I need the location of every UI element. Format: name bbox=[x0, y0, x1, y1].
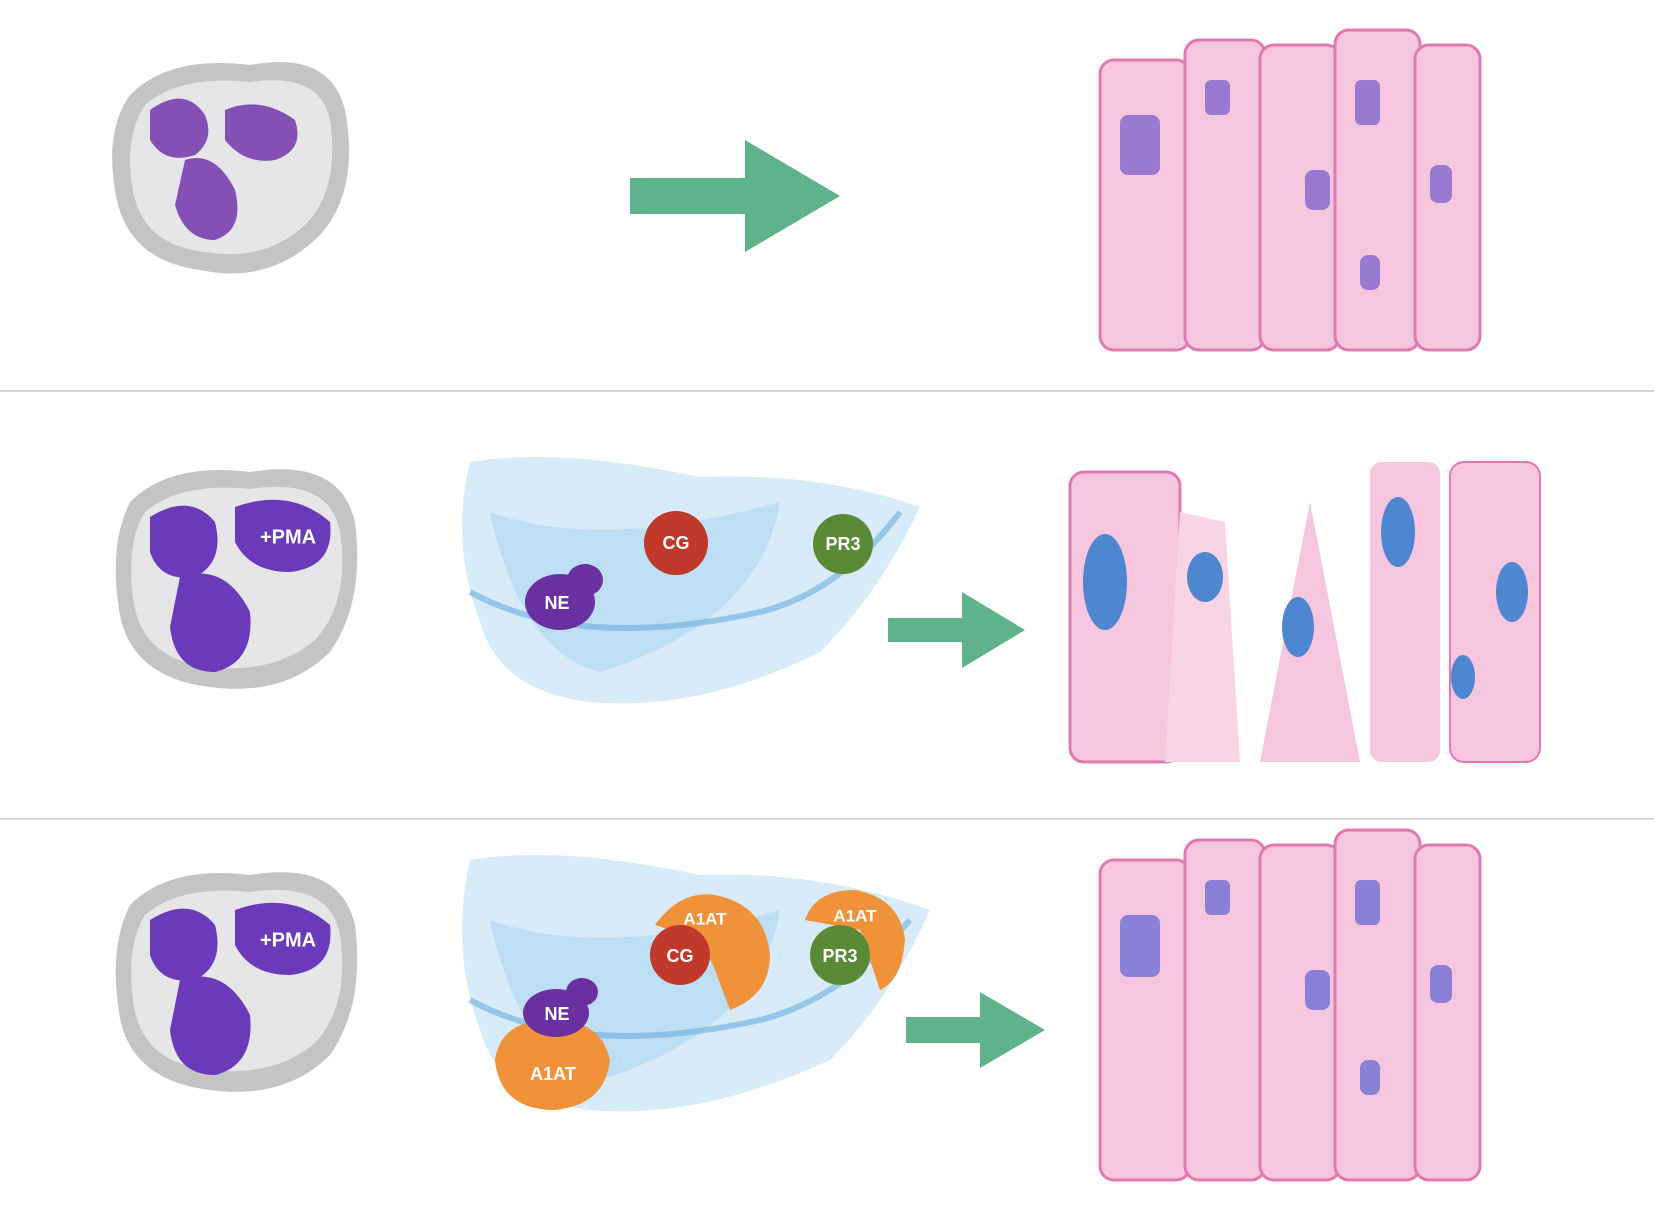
svg-text:NE: NE bbox=[544, 1004, 569, 1024]
arrow-icon bbox=[630, 140, 840, 252]
svg-text:A1AT: A1AT bbox=[530, 1064, 576, 1084]
protease-ne: NE bbox=[525, 564, 603, 630]
row-pma: +PMA NE CG PR3 bbox=[0, 390, 1654, 820]
protease-cg: CG bbox=[644, 511, 708, 575]
pma-label: +PMA bbox=[260, 526, 316, 548]
neutrophil-activated: +PMA bbox=[115, 872, 358, 1092]
svg-text:NE: NE bbox=[544, 593, 569, 613]
svg-text:A1AT: A1AT bbox=[833, 906, 877, 925]
net-structure bbox=[462, 457, 920, 704]
svg-text:PR3: PR3 bbox=[822, 946, 857, 966]
protease-pr3-a1at-complex: A1AT PR3 bbox=[805, 890, 905, 990]
arrow-icon bbox=[906, 992, 1045, 1068]
control-row-graphic bbox=[112, 28, 1482, 352]
svg-text:CG: CG bbox=[663, 533, 690, 553]
svg-text:A1AT: A1AT bbox=[683, 909, 727, 928]
svg-text:CG: CG bbox=[667, 946, 694, 966]
protease-pr3: PR3 bbox=[813, 514, 873, 574]
pma-label: +PMA bbox=[260, 929, 316, 951]
epithelium-intact bbox=[1098, 828, 1482, 1182]
protease-cg-a1at-complex: A1AT CG bbox=[650, 894, 770, 1010]
protease-ne-a1at-complex: NE A1AT bbox=[495, 978, 610, 1110]
neutrophil-resting bbox=[112, 62, 350, 274]
pma-a1at-row-graphic: +PMA NE A1AT A1AT CG A1AT PR3 bbox=[115, 828, 1482, 1182]
epithelium-intact bbox=[1098, 28, 1482, 352]
svg-text:PR3: PR3 bbox=[825, 534, 860, 554]
row-pma-a1at: +PMA NE A1AT A1AT CG A1AT PR3 bbox=[0, 820, 1654, 1217]
epithelium-damaged bbox=[1068, 461, 1541, 764]
pma-row-graphic: +PMA NE CG PR3 bbox=[115, 457, 1541, 764]
neutrophil-activated: +PMA bbox=[115, 469, 358, 689]
row-control bbox=[0, 0, 1654, 390]
arrow-icon bbox=[888, 592, 1025, 668]
